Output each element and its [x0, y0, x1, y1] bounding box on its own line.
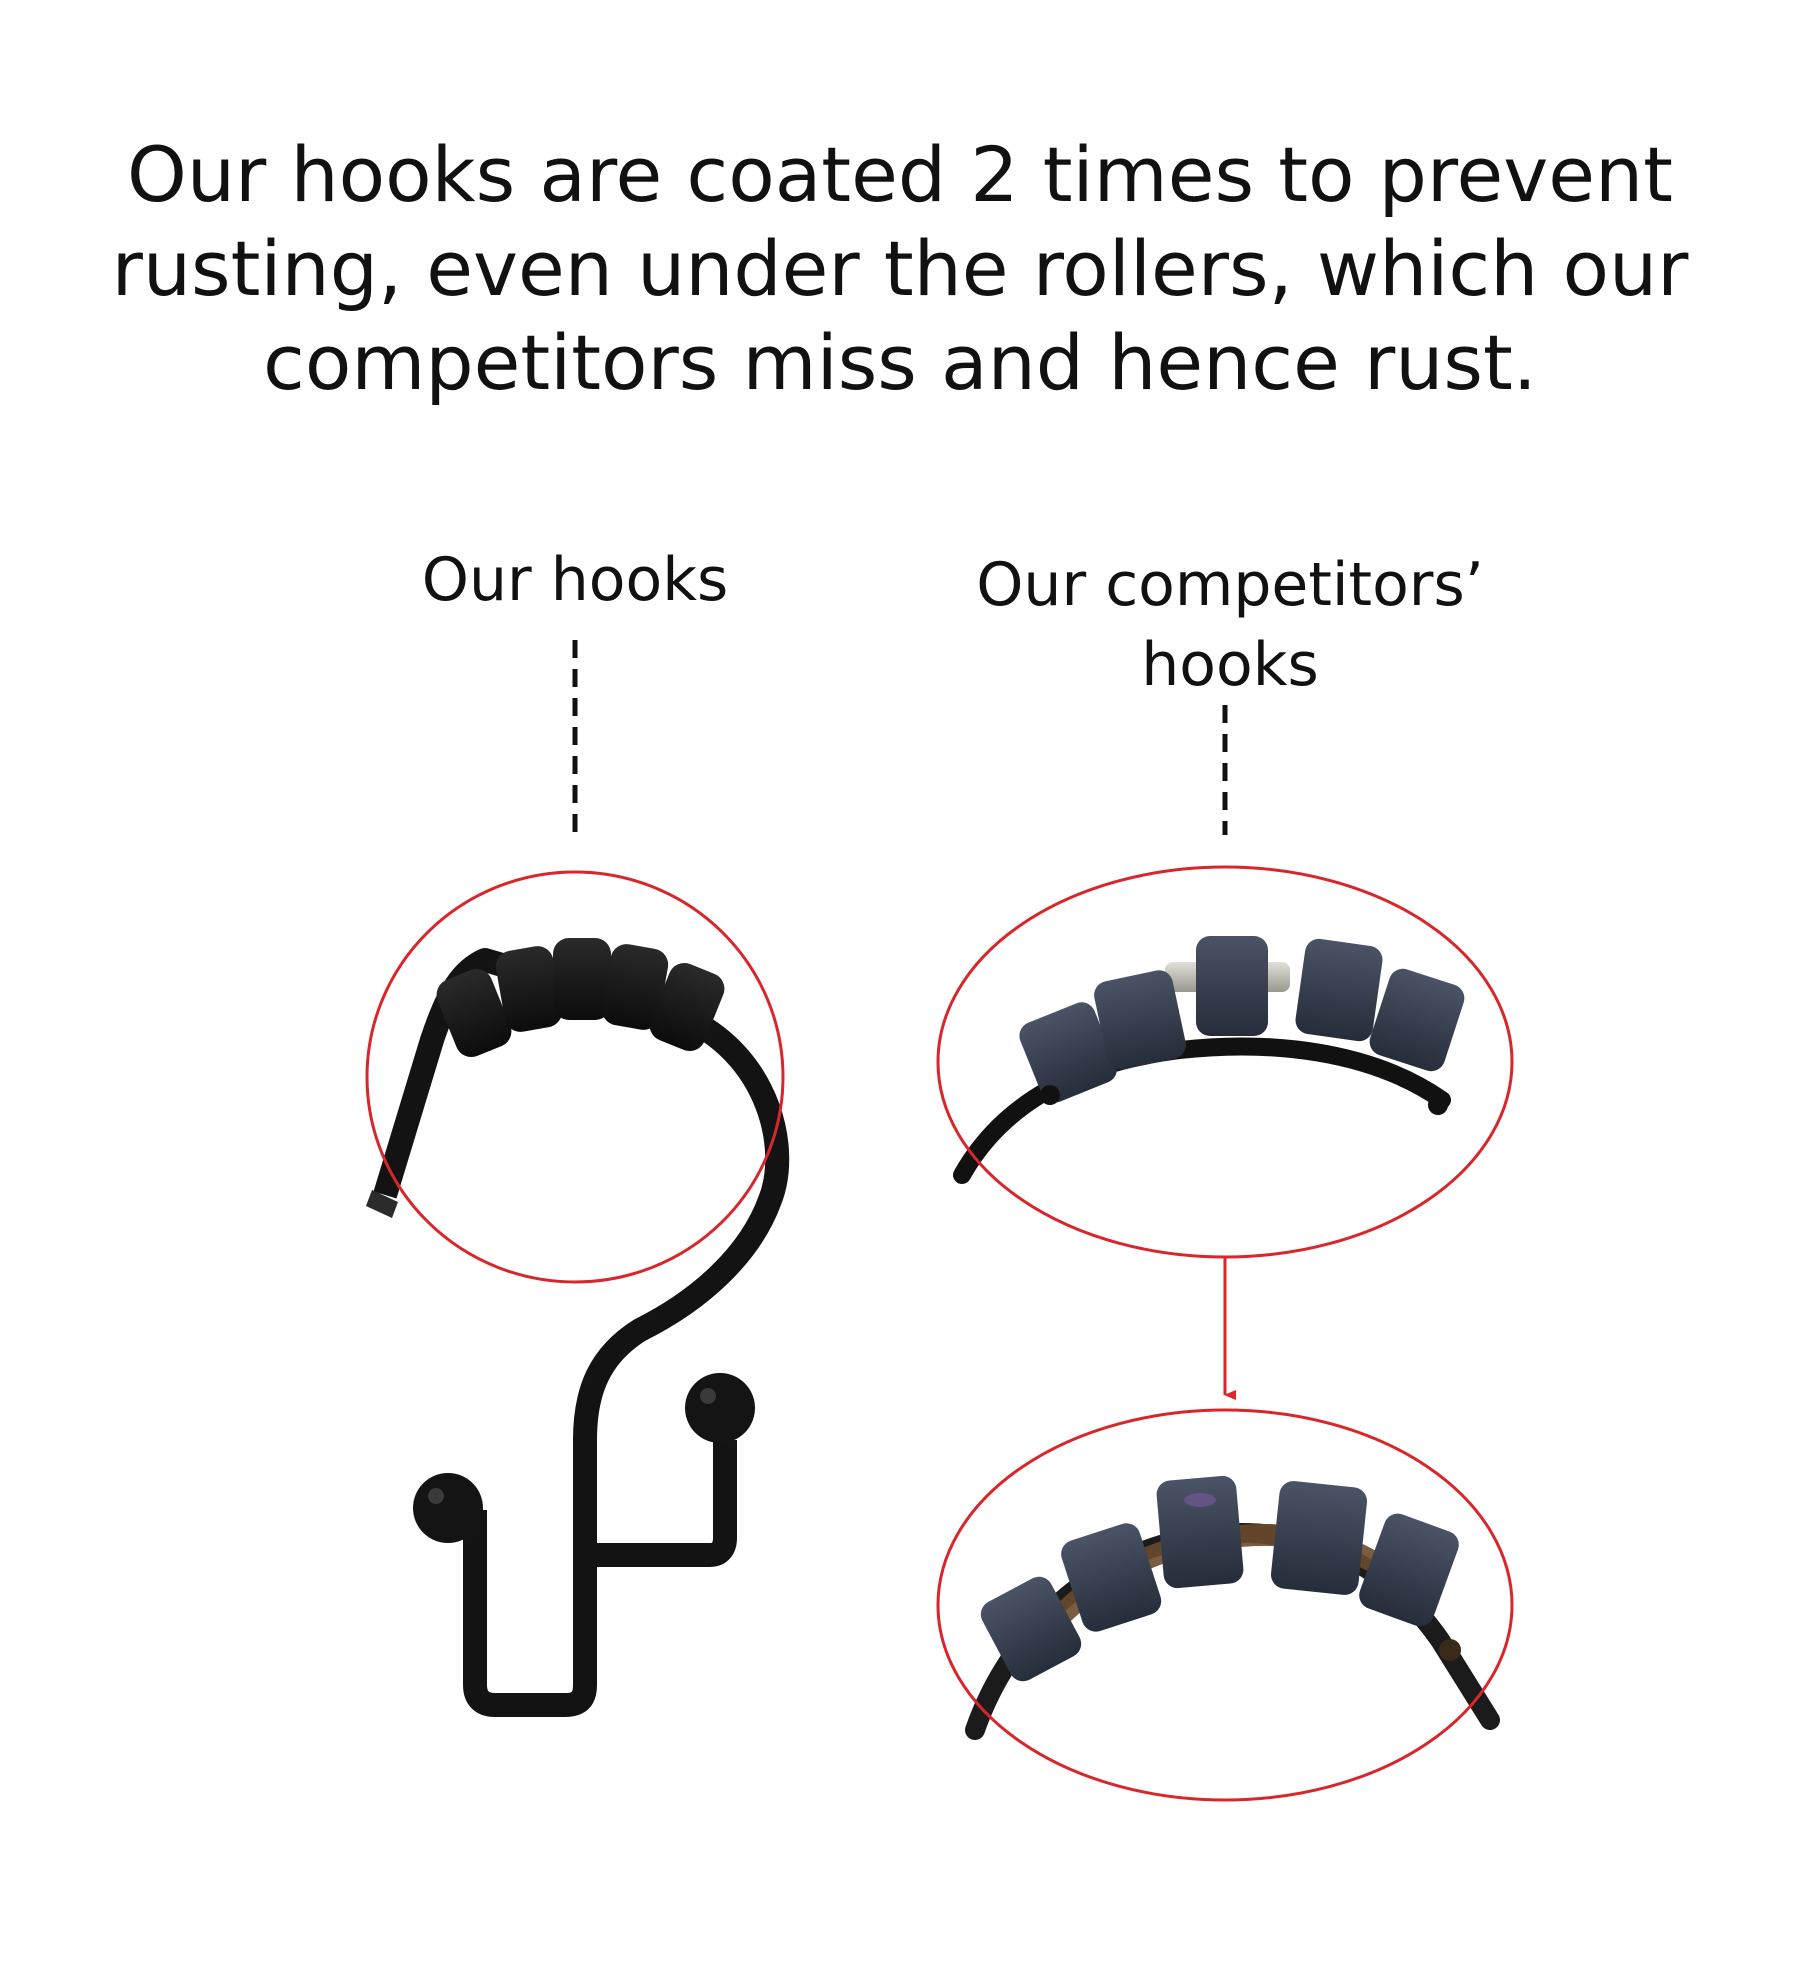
competitor-roller [1061, 1523, 1162, 1632]
competitor-roller [1156, 1475, 1244, 1589]
our-hook-tip [366, 1190, 398, 1218]
competitor-roller [980, 1576, 1082, 1682]
wire-stopper [1040, 1085, 1060, 1105]
competitor-hooks-label-line-2: hooks [1141, 630, 1319, 700]
our-hook-rollers [436, 938, 725, 1058]
our-roller [495, 946, 563, 1032]
our-hook-right-ball [685, 1373, 755, 1443]
competitor-rusted-highlight-circle [936, 1408, 1514, 1802]
our-roller [649, 962, 725, 1052]
wire-stopper [1439, 1639, 1461, 1661]
our-hook-highlight-circle [365, 870, 785, 1284]
competitor-new-highlight-circle [936, 865, 1514, 1259]
competitor-roller [1295, 938, 1383, 1042]
competitor-roller [1196, 936, 1268, 1036]
our-hooks-label: Our hooks [375, 540, 775, 620]
ball-highlight [700, 1388, 716, 1404]
headline-line-2: rusting, even under the rollers, which o… [111, 224, 1689, 313]
headline-line-1: Our hooks are coated 2 times to prevent [127, 130, 1673, 219]
our-hook-crossbar [585, 1440, 737, 1567]
competitor-roller [1094, 970, 1186, 1070]
competitor-roller [1359, 1513, 1459, 1627]
our-hooks-label-line-1: Our hooks [421, 545, 729, 615]
competitor-hooks-label-line-1: Our competitors’ [976, 550, 1484, 620]
competitor-rusted-hook-zoom [965, 1475, 1500, 1740]
our-hook-image [366, 938, 790, 1717]
our-roller [436, 968, 512, 1058]
headline-line-3: competitors miss and hence rust. [263, 318, 1537, 407]
wire-stopper [1428, 1095, 1448, 1115]
competitor-roller [1270, 1481, 1368, 1595]
headline: Our hooks are coated 2 times to prevent … [100, 128, 1700, 410]
our-roller [553, 938, 611, 1020]
ball-highlight [428, 1488, 444, 1504]
competitor-roller [1019, 1002, 1117, 1103]
our-hook-left-ball [413, 1473, 483, 1543]
competitor-new-hook-zoom [953, 936, 1465, 1184]
competitor-hooks-label: Our competitors’ hooks [930, 545, 1530, 705]
our-roller [601, 944, 669, 1030]
oxidation-spot [1184, 1493, 1216, 1507]
our-hook-wire [373, 948, 790, 1717]
competitor-roller [1369, 968, 1465, 1072]
